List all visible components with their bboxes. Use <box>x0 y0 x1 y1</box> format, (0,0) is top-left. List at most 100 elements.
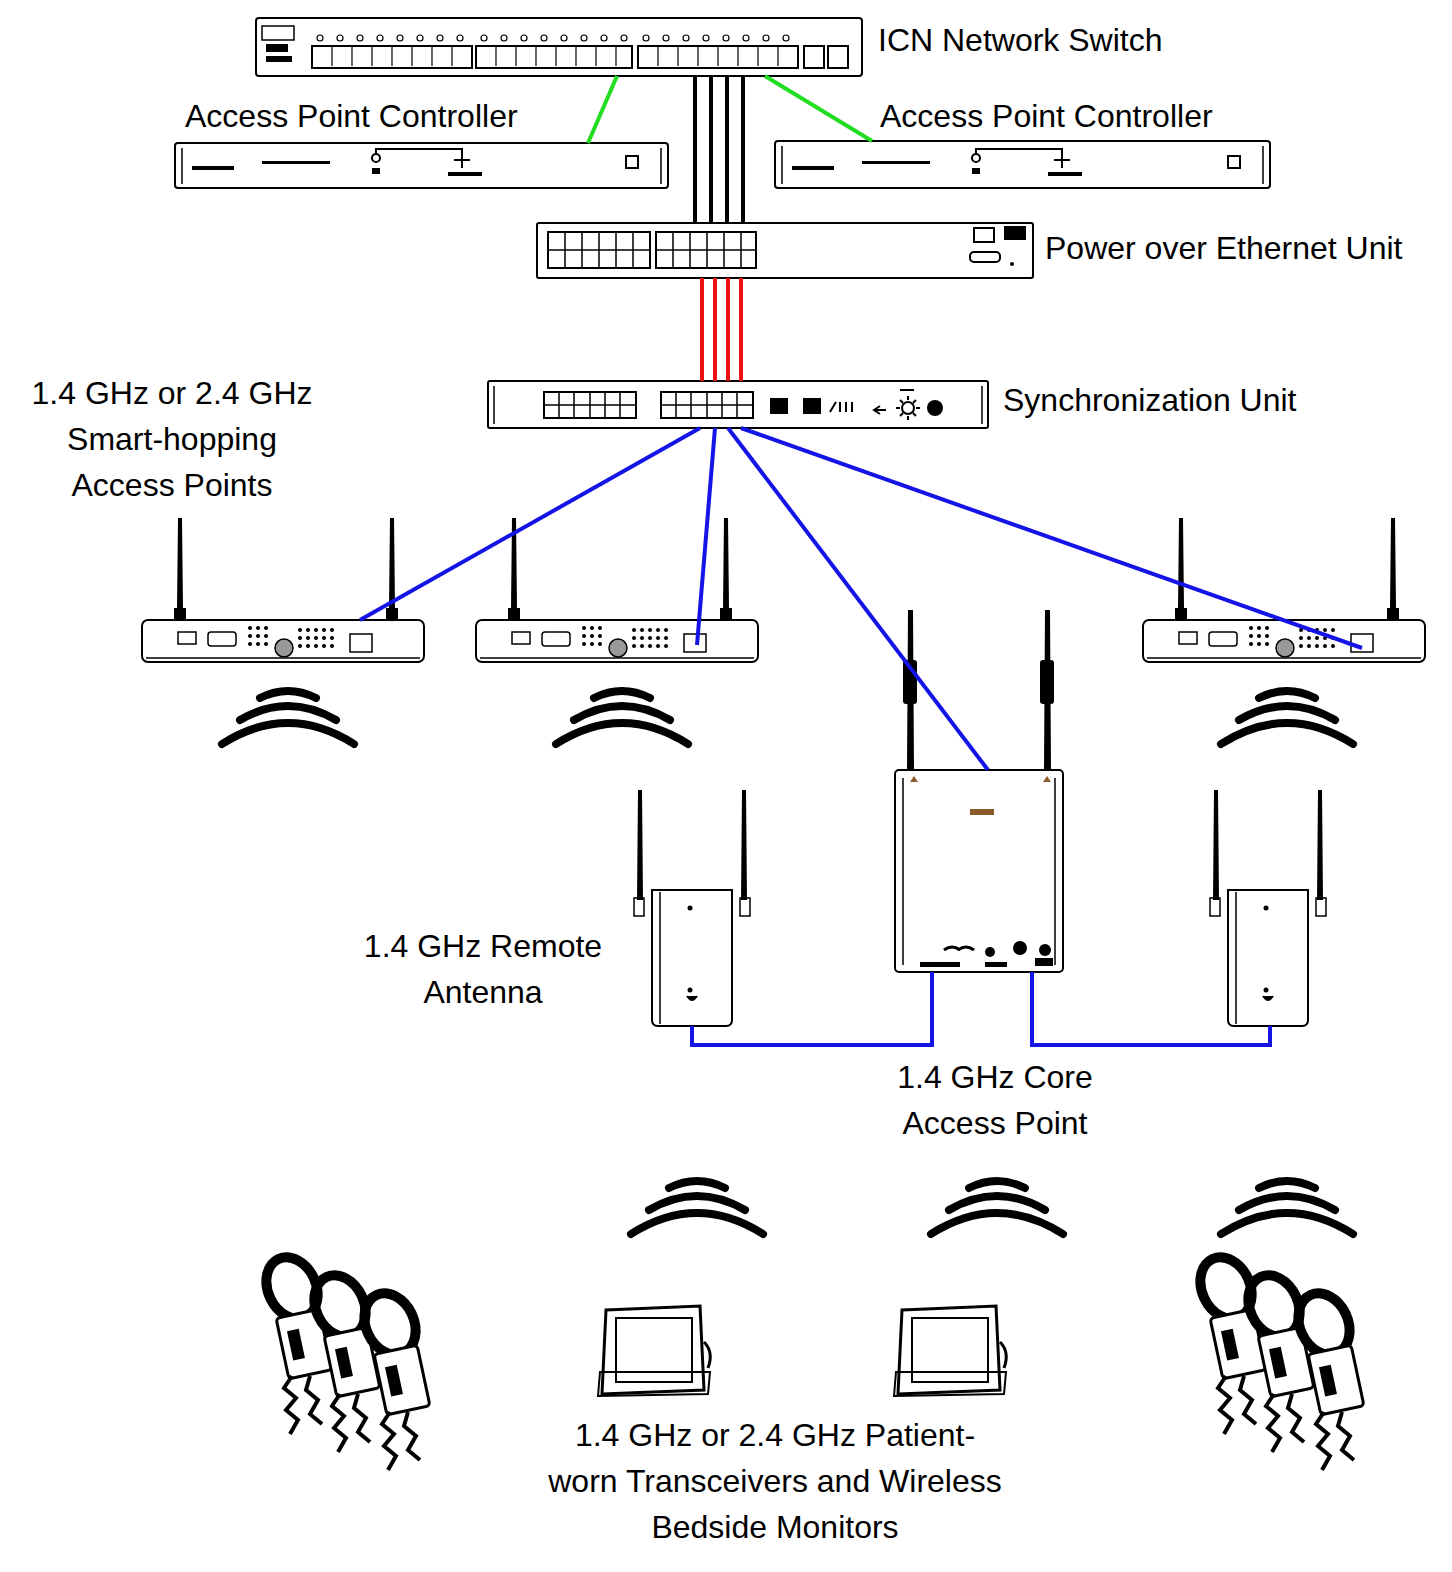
wireless-waves <box>556 691 688 744</box>
sync-drawing <box>770 398 788 414</box>
network-switch-drawing <box>601 35 607 41</box>
network-switch-drawing <box>683 35 689 41</box>
network-cable <box>693 76 697 223</box>
network-switch-drawing <box>663 35 669 41</box>
bedside-monitor <box>894 1306 1006 1396</box>
poe-drawing <box>548 232 756 268</box>
device-label: 1.4 GHz Core Access Point <box>845 1054 1145 1146</box>
controller-drawing <box>1228 156 1240 168</box>
sync-drawing <box>927 400 943 416</box>
network-cable <box>360 428 700 620</box>
access-point-drawing <box>142 518 424 662</box>
synchronization-unit: Synchronization Unit <box>488 381 988 428</box>
controller-drawing <box>372 154 380 162</box>
network-cable <box>739 278 743 381</box>
network-switch-drawing <box>581 35 587 41</box>
remote-antenna: 1.4 GHz Remote Antenna <box>652 890 732 1026</box>
device-label: Access Point Controller <box>880 93 1213 139</box>
network-switch-drawing <box>783 35 789 41</box>
network-switch-drawing <box>501 35 507 41</box>
device-label: Power over Ethernet Unit <box>1045 225 1403 271</box>
sync-drawing <box>803 398 821 414</box>
network-switch-drawing <box>643 35 649 41</box>
sync-drawing <box>896 390 920 420</box>
network-switch-drawing <box>521 35 527 41</box>
controller-drawing <box>372 168 380 174</box>
network-switch-drawing <box>332 47 778 66</box>
network-cable <box>725 76 729 223</box>
network-cable <box>713 278 717 381</box>
core-access-point-drawing <box>944 947 974 950</box>
poe-unit: Power over Ethernet Unit <box>537 223 1033 278</box>
core-access-point-drawing <box>1035 958 1053 966</box>
device-label: Synchronization Unit <box>1003 377 1296 423</box>
core-access-point-drawing <box>903 778 1055 965</box>
device-label: 1.4 GHz Remote Antenna <box>343 923 623 1015</box>
network-cable <box>726 278 730 381</box>
controller-drawing <box>782 146 1263 184</box>
access-point-drawing <box>476 518 758 662</box>
network-cable <box>741 428 1362 648</box>
access-point-controller: Access Point Controller <box>775 141 1270 188</box>
smart-hopping-access-point: 1.4 GHz or 2.4 GHz Smart-hopping Access … <box>142 620 424 662</box>
core-access-point-drawing <box>1013 941 1027 955</box>
network-switch-drawing <box>256 18 862 76</box>
network-cable <box>709 76 713 223</box>
access-point-controller: Access Point Controller <box>175 143 668 188</box>
core-access-point-drawing <box>1039 944 1051 956</box>
core-access-point-drawing <box>920 962 960 967</box>
wireless-waves <box>1221 1181 1353 1234</box>
controller-drawing <box>972 168 980 174</box>
poe-drawing <box>537 223 1033 278</box>
core-access-point-drawing <box>985 962 1007 967</box>
sync-drawing <box>544 392 753 418</box>
network-cable <box>728 428 988 770</box>
network-cable <box>741 76 745 223</box>
core-access-point: 1.4 GHz Core Access Point <box>895 770 1063 972</box>
access-point-drawing <box>1143 518 1425 662</box>
network-switch: ICN Network Switch <box>256 18 862 76</box>
network-cable <box>697 428 715 645</box>
network-switch-drawing <box>317 35 323 41</box>
sync-drawing <box>830 402 886 414</box>
sync-drawing <box>488 381 988 428</box>
wireless-waves <box>1221 691 1353 744</box>
network-switch-drawing <box>437 35 443 41</box>
network-switch-drawing <box>256 18 862 76</box>
controller-drawing <box>262 161 330 164</box>
poe-drawing <box>537 223 1033 278</box>
poe-drawing <box>974 228 994 242</box>
core-access-point-drawing <box>910 776 918 782</box>
network-cable <box>697 428 1362 1045</box>
poe-drawing <box>970 252 1000 262</box>
network-switch-drawing <box>357 35 363 41</box>
network-switch-drawing <box>397 35 403 41</box>
network-switch-drawing <box>561 35 567 41</box>
network-switch-drawing <box>828 46 848 68</box>
network-switch-drawing <box>763 35 769 41</box>
network-switch-drawing <box>703 35 709 41</box>
sync-drawing <box>488 381 988 428</box>
network-switch-drawing <box>262 26 294 40</box>
network-switch-drawing <box>476 46 632 68</box>
core-access-point-drawing <box>895 610 1063 972</box>
network-switch-drawing <box>638 46 798 68</box>
network-cable <box>692 972 932 1045</box>
network-switch-drawing <box>317 35 789 41</box>
controller-drawing <box>626 156 638 168</box>
network-switch-drawing <box>377 35 383 41</box>
network-switch-drawing <box>337 35 343 41</box>
poe-drawing <box>1004 226 1026 240</box>
wireless-waves <box>931 1181 1063 1234</box>
network-switch-drawing <box>541 35 547 41</box>
device-label: Access Point Controller <box>185 93 518 139</box>
core-access-point-drawing <box>985 947 995 957</box>
network-cable <box>765 76 872 141</box>
wireless-waves <box>222 691 354 744</box>
controller-drawing <box>862 161 930 164</box>
network-switch-drawing <box>266 56 292 62</box>
network-cable <box>700 278 704 381</box>
network-switch-drawing <box>621 35 627 41</box>
remote-antenna-drawing <box>634 790 750 1026</box>
device-group-label: 1.4 GHz or 2.4 GHz Patient-worn Transcei… <box>545 1412 1005 1550</box>
